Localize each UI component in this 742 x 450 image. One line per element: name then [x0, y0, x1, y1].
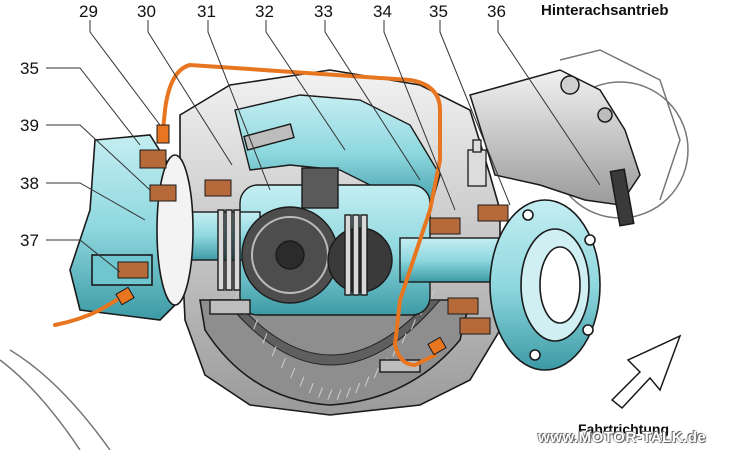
callout-32: 32	[255, 2, 274, 21]
callout-39: 39	[20, 116, 39, 135]
breather-valve	[467, 139, 487, 187]
crown-wheel-tooth	[410, 319, 416, 330]
crown-wheel-tooth	[327, 389, 333, 400]
crown-wheel-tooth	[290, 367, 296, 379]
crown-wheel-tooth	[280, 357, 286, 369]
callout-35-top: 35	[429, 2, 448, 21]
callout-34: 34	[373, 2, 392, 21]
callout-leader-lines	[46, 20, 601, 273]
callout-29: 29	[79, 2, 98, 21]
crown-wheel-tooth	[401, 333, 407, 344]
bearings	[117, 149, 509, 335]
crown-wheel-tooth	[429, 289, 435, 301]
oil-lines	[53, 62, 442, 368]
callout-35-left: 35	[20, 59, 39, 78]
callout-33: 33	[314, 2, 333, 21]
direction-label: Fahrtrichtung	[578, 421, 669, 437]
diagram-title: Hinterachsantrieb	[541, 2, 669, 19]
direction-arrow	[610, 334, 682, 410]
callout-37: 37	[20, 231, 39, 250]
crown-wheel-tooth	[299, 376, 305, 387]
crown-wheel-tooth	[271, 346, 277, 357]
callout-36: 36	[487, 2, 506, 21]
crown-wheel-tooth	[336, 389, 342, 400]
crown-wheel-tooth	[308, 382, 314, 394]
crown-wheel-tooth	[345, 387, 351, 398]
crown-wheel-tooth	[318, 387, 324, 398]
watermark: www.MOTOR-TALK.de	[538, 429, 707, 446]
callout-31: 31	[197, 2, 216, 21]
crown-wheel-tooth	[355, 382, 361, 394]
crown-wheel-tooth	[234, 289, 240, 301]
input-flange	[69, 134, 194, 321]
crown-wheel-tooth	[262, 333, 268, 344]
differential-internals	[149, 94, 511, 373]
callout-38: 38	[20, 174, 39, 193]
crown-wheel-tooth	[253, 319, 259, 330]
oil-line-fittings	[115, 124, 447, 356]
callout-30: 30	[137, 2, 156, 21]
crown-wheel-tooth	[373, 367, 379, 379]
rear-mount-bracket	[469, 69, 641, 227]
crown-wheel-tooth	[364, 376, 370, 387]
output-flange	[489, 199, 601, 371]
